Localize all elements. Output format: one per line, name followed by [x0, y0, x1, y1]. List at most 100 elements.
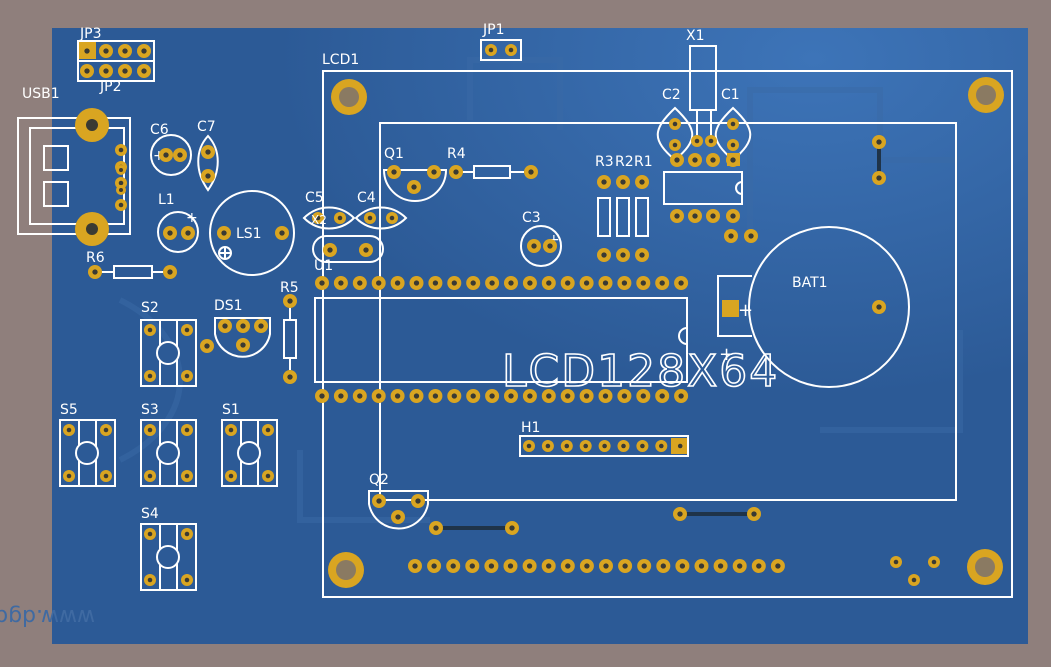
bat1-plus-mark: +: [738, 300, 753, 321]
c5-capacitor-outline: [302, 206, 356, 230]
label-s2: S2: [141, 300, 159, 316]
ic-pad-hole: [692, 157, 698, 163]
u1-pad-hole: [678, 280, 684, 286]
ic-pad-hole: [710, 157, 716, 163]
lcd-header-pad-hole: [507, 563, 514, 569]
s4-switch-outline: [140, 523, 197, 591]
s4-switch: [140, 523, 197, 591]
h1-pad-hole: [677, 443, 683, 449]
u1-pad-hole: [470, 280, 476, 286]
jp1-pads: [485, 44, 517, 56]
u1-pad-hole: [527, 280, 533, 286]
jp3-pad-hole: [141, 68, 147, 74]
s1-switch-outline: [221, 419, 278, 487]
u1-ic-outline: [314, 297, 688, 383]
label-c4: C4: [357, 190, 376, 206]
h1-pad-hole: [526, 443, 532, 449]
c3-plus-mark: +: [548, 232, 560, 248]
s1-switch-pad-hole: [228, 473, 234, 479]
usb1-mount-hole-top: [86, 119, 98, 131]
q1-pad-hole: [431, 169, 437, 175]
resistor-pad-hole: [601, 252, 607, 258]
jp3-pads: [80, 44, 151, 78]
c6-pad-hole: [177, 152, 183, 158]
lcd-header-pad-hole: [775, 563, 781, 569]
lcd-header-pad-hole: [603, 563, 609, 569]
label-s5: S5: [60, 402, 78, 418]
pad-hole: [893, 559, 899, 565]
s1-switch-button: [237, 441, 261, 465]
h1-pad-hole: [545, 443, 551, 449]
s4-switch-pad-hole: [147, 531, 153, 537]
lcd-header-pad-hole: [431, 563, 437, 569]
s2-switch-pad-hole: [147, 327, 153, 333]
u1-pad-hole: [659, 393, 665, 399]
c1-pad-hole: [730, 121, 736, 127]
c6-capacitor-outline: [150, 134, 192, 176]
c2-pad-hole: [672, 121, 678, 127]
q2-pad-hole: [415, 498, 421, 504]
ic-small-outline: [663, 171, 743, 205]
c3-pad-hole: [531, 243, 537, 249]
x1-pad-hole: [708, 138, 714, 144]
u1-pad-hole: [621, 280, 628, 286]
lcd-model-text: LCD128X64: [502, 346, 779, 397]
u1-pad-hole: [640, 393, 646, 399]
c2-pad-hole: [672, 142, 678, 148]
label-c1: C1: [721, 87, 740, 103]
label-c5: C5: [305, 190, 324, 206]
label-r2: R2: [615, 154, 634, 170]
u1-pad-hole: [565, 280, 571, 286]
lcd-header-pad-hole: [469, 563, 475, 569]
label-usb1: USB1: [22, 86, 60, 102]
lcd-mount-hole: [336, 560, 356, 580]
u1-pad-hole: [413, 280, 420, 286]
jp3-pad-hole: [122, 68, 128, 74]
ls1-pad-hole: [279, 230, 285, 236]
l1-pad-hole: [167, 230, 173, 236]
resistor-pad-hole: [620, 179, 626, 185]
pad-hole: [748, 233, 754, 239]
u1-pad-hole: [357, 280, 363, 286]
l1-pad-hole: [185, 230, 191, 236]
s3-switch-outline: [140, 419, 197, 487]
lcd1-outline: [322, 70, 1013, 598]
q2-transistor-outline: [368, 490, 429, 530]
u1-pad-hole: [376, 393, 382, 399]
s2-switch: [140, 319, 197, 387]
u1-pad-hole: [546, 280, 552, 286]
s2-switch-outline: [140, 319, 197, 387]
r4-pad-hole: [453, 169, 459, 175]
jp3-pad-hole: [103, 48, 109, 54]
q1-pad-hole: [391, 169, 397, 175]
u1-pad-hole: [432, 280, 439, 286]
x2-pad-hole: [363, 247, 369, 253]
r6-pad-hole: [167, 269, 173, 275]
ic-pad-hole: [692, 213, 698, 219]
u1-ic-notch: [678, 327, 688, 345]
jp3-pad-hole: [84, 48, 90, 54]
s5-switch-pad-hole: [103, 473, 109, 479]
label-c3: C3: [522, 210, 541, 226]
ls1-pad-hole: [221, 230, 227, 236]
label-r6: R6: [86, 250, 105, 266]
lcd-mount-hole: [976, 85, 996, 105]
u1-pad-hole: [659, 280, 665, 286]
lcd-header-pad-hole: [641, 563, 647, 569]
u1-pad-hole: [621, 393, 628, 399]
label-ds1: DS1: [214, 298, 243, 314]
u1-pad-hole: [602, 393, 609, 399]
usb1-pad-hole: [119, 168, 123, 172]
s1-switch-pad-hole: [265, 473, 271, 479]
r4-pad-hole: [528, 169, 534, 175]
bat1-pin1-square: [722, 300, 739, 317]
lcd-header-pad-hole: [584, 563, 590, 569]
s4-switch-pad-hole: [147, 577, 153, 583]
q1-pad-hole: [411, 184, 417, 190]
c3-capacitor-outline: [520, 225, 562, 267]
pad-hole: [931, 559, 937, 565]
s5-switch-pad-hole: [66, 473, 72, 479]
ds1-outline: [214, 317, 271, 358]
lcd-header-pad-hole: [412, 563, 418, 569]
s3-switch-pad-hole: [147, 473, 153, 479]
